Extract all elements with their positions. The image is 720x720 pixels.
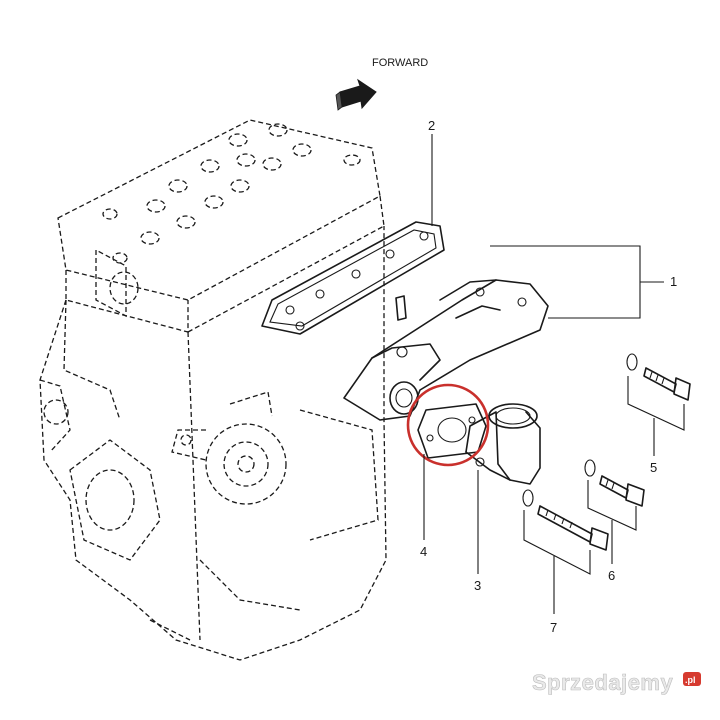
callout-labels: 1 2 3 4 5 6 7 [420, 118, 677, 635]
highlight-circle [406, 383, 490, 467]
watermark: Sprzedajemy .pl [532, 670, 701, 695]
part-7-bolt [522, 489, 609, 551]
callout-2: 2 [428, 118, 435, 133]
callout-3: 3 [474, 578, 481, 593]
part-1-manifold [343, 279, 549, 421]
part-5-bolt [626, 353, 691, 401]
callout-7: 7 [550, 620, 557, 635]
forward-label: FORWARD [372, 57, 428, 69]
callout-6: 6 [608, 568, 615, 583]
part-3-outlet-elbow [465, 403, 541, 485]
engine-block [39, 119, 387, 661]
callout-5: 5 [650, 460, 657, 475]
dowel-pin [395, 295, 407, 321]
callout-1: 1 [670, 274, 677, 289]
watermark-badge: .pl [685, 675, 696, 685]
part-6-bolt [584, 459, 645, 507]
watermark-badge-icon [683, 672, 701, 686]
leader-lines [423, 134, 685, 614]
part-2-gasket [261, 221, 445, 335]
water-pump [171, 423, 287, 505]
head-bolt-holes [102, 123, 361, 264]
callout-4: 4 [420, 544, 427, 559]
watermark-text: Sprzedajemy [532, 670, 673, 695]
forward-arrow-icon [339, 78, 377, 110]
forward-indicator: FORWARD [335, 57, 428, 111]
part-4-flange-gasket [417, 403, 487, 459]
